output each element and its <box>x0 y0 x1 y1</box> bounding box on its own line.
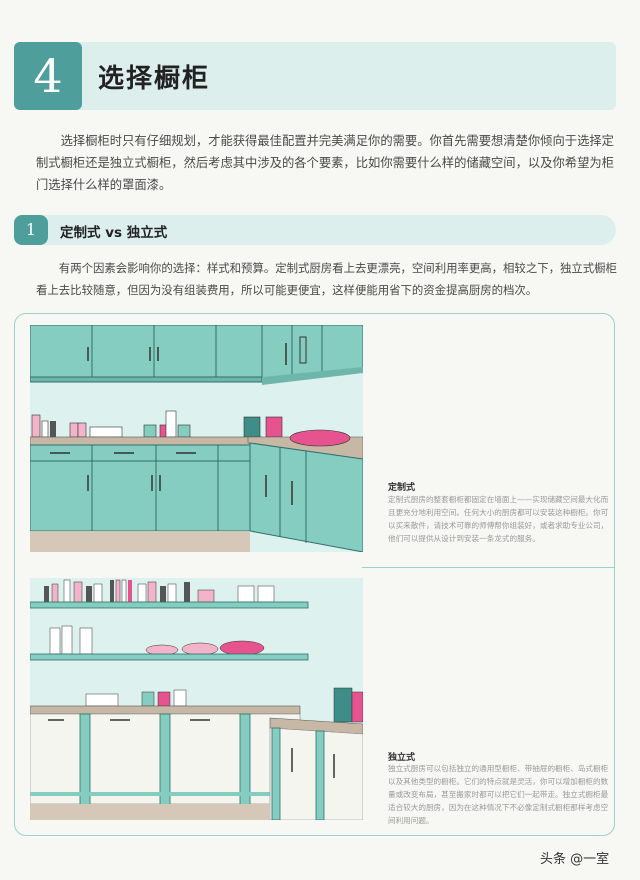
freestanding-caption-title: 独立式 <box>388 753 416 763</box>
comparison-panel <box>14 313 615 836</box>
chapter-header-bar <box>14 42 616 110</box>
section-text: 有两个因素会影响你的选择：样式和预算。定制式厨房看上去更漂亮，空间利用率更高，相… <box>36 261 617 297</box>
section-number: 1 <box>14 215 48 245</box>
freestanding-caption-text: 独立式厨房可以包括独立的通用型橱柜、带抽屉的橱柜、岛式橱柜以及其他类型的橱柜。它… <box>388 764 609 825</box>
chapter-number: 4 <box>14 42 82 110</box>
fitted-caption-title: 定制式 <box>388 483 416 493</box>
panel-divider <box>362 567 614 568</box>
fitted-caption-text: 定制式厨房的整套橱柜都固定在墙面上——实现储藏空间最大化而且更充分地利用空间。任… <box>388 495 609 543</box>
watermark-text: 头条 @一室 <box>540 852 610 867</box>
section-title: 定制式 vs 独立式 <box>60 225 168 241</box>
freestanding-kitchen-illustration <box>30 578 363 820</box>
chapter-title: 选择橱柜 <box>98 64 211 94</box>
chapter-intro: 选择橱柜时只有仔细规划，才能获得最佳配置并完美满足你的需要。你首先需要想清楚你倾… <box>36 134 614 192</box>
section-header-bar <box>14 215 616 245</box>
fitted-kitchen-illustration <box>30 325 363 552</box>
